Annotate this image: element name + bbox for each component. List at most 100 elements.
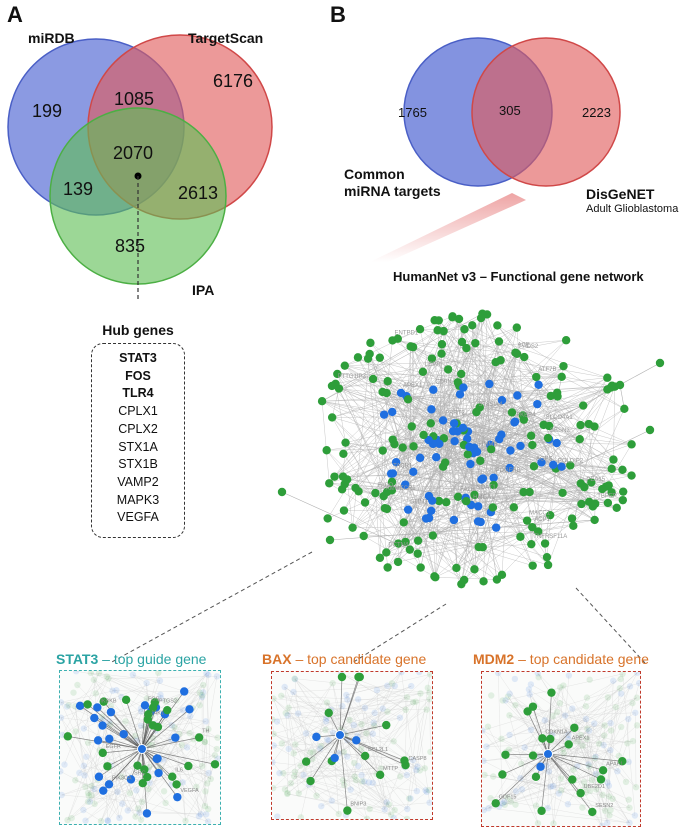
subnet-bg-node: [632, 709, 639, 716]
subnet-bg-node: [422, 787, 429, 794]
subnet-bg-node: [198, 693, 206, 701]
subnet-bg-node: [498, 735, 505, 743]
network-node-blue: [427, 405, 436, 414]
subnet-bg-node: [64, 816, 71, 824]
subnet-node-green: [618, 757, 627, 766]
subnet-bg-node: [186, 729, 193, 737]
network-edge: [453, 353, 518, 521]
subnet-bg-edge: [410, 674, 431, 799]
subnet-bg-edge: [618, 683, 640, 757]
network-node-green: [590, 422, 599, 431]
subnet-bg-node: [426, 695, 432, 703]
subnet-bg-node: [285, 704, 292, 711]
subnet-bg-node: [363, 815, 371, 819]
subnet-bg-node: [402, 706, 409, 714]
network-edge: [321, 313, 483, 402]
subnet-gene-label: GDF15: [499, 794, 517, 800]
subnet-bg-edge: [86, 703, 95, 804]
network-edge: [432, 429, 651, 536]
network-edge: [480, 317, 563, 493]
subnet-bg-edge: [294, 679, 345, 753]
subnet-suffix: – top candidate gene: [291, 651, 427, 667]
network-edge: [367, 358, 464, 431]
subnet-bg-edge: [504, 697, 637, 805]
network-node-blue: [388, 407, 397, 417]
subnet-node-green: [121, 695, 131, 705]
subnet-bg-edge: [66, 706, 186, 821]
subnet-gene-label: UBE2D1: [584, 784, 605, 790]
subnet-bg-node: [541, 717, 548, 724]
subnet-bg-node: [381, 806, 388, 813]
subnet-bg-edge: [273, 733, 339, 754]
network-node-green: [627, 440, 636, 449]
label-line: miRNA targets: [344, 183, 441, 199]
network-node-green: [382, 548, 391, 557]
subnet-bg-node: [384, 708, 391, 715]
subnet-bg-node: [282, 709, 289, 717]
network-node-green: [567, 514, 577, 523]
network-node-green: [433, 326, 442, 335]
subnet-bg-node: [506, 731, 513, 739]
subnet-bg-edge: [558, 675, 570, 794]
subnet-bg-node: [290, 772, 298, 780]
subnet-bg-edge: [321, 768, 425, 807]
subnet-node-green: [63, 732, 73, 741]
subnet-bg-node: [126, 789, 134, 797]
network-node-green: [382, 504, 392, 514]
subnet-bg-edge: [294, 679, 355, 777]
subnet-node-blue: [142, 809, 152, 818]
subnet-bg-node: [122, 718, 129, 725]
network-node-green: [382, 388, 391, 398]
subnet-bg-edge: [61, 794, 143, 803]
subnet-bg-edge: [272, 719, 274, 734]
subnet-bg-node: [607, 719, 614, 727]
network-node-green: [460, 325, 469, 334]
subnet-bg-node: [160, 788, 168, 795]
subnet-bg-edge: [561, 790, 630, 824]
subnet-bg-edge: [293, 685, 395, 693]
network-node-blue: [552, 438, 561, 448]
subnet-bg-node: [146, 779, 153, 787]
network-edge: [344, 423, 457, 485]
region-disgenet-only: 2223: [582, 105, 611, 120]
network-gene-label: FKBP4: [516, 412, 536, 418]
subnet-bg-node: [284, 790, 291, 798]
network-edge: [409, 531, 539, 550]
subnet-bg-edge: [591, 779, 610, 816]
network-node-green: [398, 443, 407, 452]
subnet-bg-node: [425, 786, 432, 794]
subnet-node-green: [355, 672, 364, 682]
subnet-bg-edge: [541, 737, 618, 772]
network-node-green: [620, 404, 629, 414]
subnet-bg-node: [200, 681, 207, 689]
network-edge: [463, 387, 516, 422]
network-node-green: [363, 354, 373, 363]
network-edge: [478, 514, 551, 522]
network-edge: [375, 493, 381, 558]
network-node-green: [612, 503, 621, 513]
subnet-bg-node: [317, 742, 325, 750]
network-node-green: [580, 482, 589, 492]
network-node-green: [454, 314, 464, 324]
network-edge: [383, 414, 539, 532]
subnet-node-blue: [171, 733, 180, 742]
subnet-bg-node: [84, 789, 92, 797]
subnet-bg-edge: [284, 686, 299, 794]
subnet-connectors: [109, 551, 646, 664]
subnet-node-green: [523, 707, 532, 716]
subnet-gene-label: JAK1: [151, 710, 164, 716]
network-node-green: [359, 531, 368, 541]
subnet-node-blue: [173, 792, 182, 802]
panel-a-letter: A: [7, 2, 23, 27]
network-node-blue: [448, 426, 458, 436]
network-gene-label: FADD: [377, 483, 394, 489]
subnet-bg-node: [512, 788, 520, 795]
subnet-hub-node: [543, 749, 553, 759]
network-edge: [531, 485, 609, 545]
subnet-bg-node: [203, 780, 211, 787]
subnet-bg-node: [557, 775, 565, 782]
subnet-bg-edge: [556, 712, 569, 735]
network-node-green: [348, 523, 357, 532]
subnet-bg-node: [413, 766, 420, 774]
subnet-node-blue: [93, 736, 103, 745]
